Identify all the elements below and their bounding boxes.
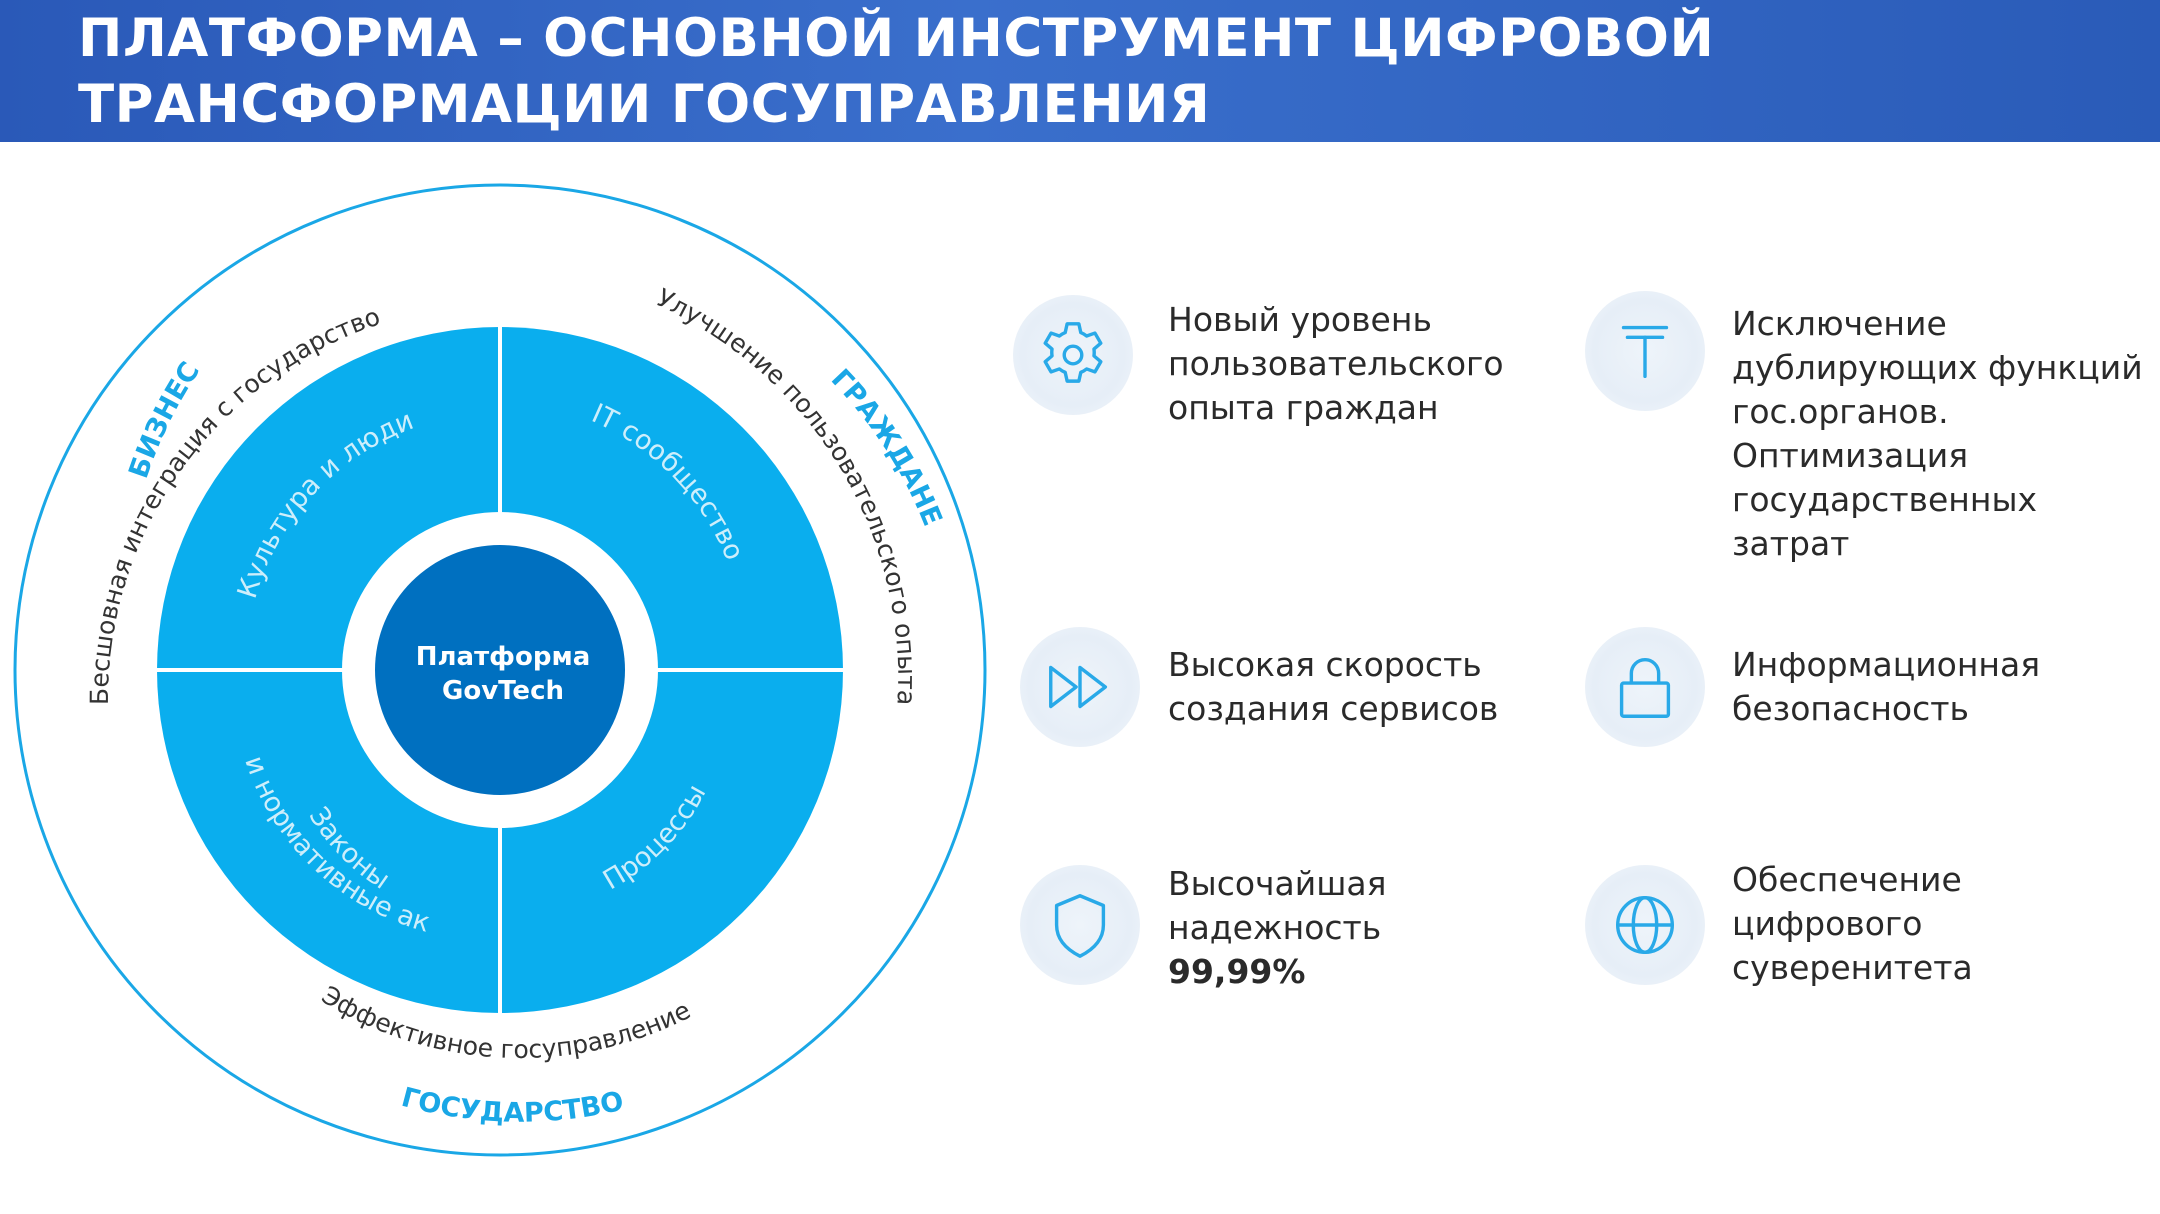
feature-5-line-2: надежность: [1168, 908, 1382, 947]
feature-1-icon-badge: [1013, 295, 1133, 415]
feature-1-line-2: пользовательского: [1168, 344, 1504, 383]
feature-1-line-1: Новый уровень: [1168, 300, 1432, 339]
feature-6-icon-badge: [1585, 865, 1705, 985]
feature-4-line-2: безопасность: [1732, 689, 1969, 728]
page-title: ПЛАТФОРМА – ОСНОВНОЙ ИНСТРУМЕНТ ЦИФРОВОЙ…: [78, 6, 1778, 138]
gear-icon: [1043, 322, 1103, 383]
state-label: ГОСУДАРСТВО: [398, 1082, 626, 1129]
platform-core: [375, 545, 625, 795]
feature-2-text: Исключение дублирующих функций гос.орган…: [1732, 302, 2160, 566]
t-letter-icon: [1621, 325, 1669, 379]
feature-3-line-2: создания сервисов: [1168, 689, 1499, 728]
feature-6-line-1: Обеспечение: [1732, 860, 1962, 899]
feature-6-line-2: цифрового: [1732, 904, 1923, 943]
feature-1-text: Новый уровень пользовательского опыта гр…: [1168, 298, 1504, 430]
globe-icon: [1615, 895, 1675, 955]
header-banner: ПЛАТФОРМА – ОСНОВНОЙ ИНСТРУМЕНТ ЦИФРОВОЙ…: [0, 0, 2160, 142]
lock-icon: [1619, 658, 1671, 718]
govtech-diagram: Платформа GovTech Культура и люди IT соо…: [0, 142, 987, 1157]
feature-2-line-2: дублирующих функций: [1732, 348, 2143, 387]
feature-2-line-1: Исключение: [1732, 304, 1947, 343]
title-line-2: ТРАНСФОРМАЦИИ ГОСУПРАВЛЕНИЯ: [78, 74, 1211, 135]
fast-forward-icon: [1049, 665, 1108, 709]
shield-icon: [1054, 894, 1106, 958]
feature-4-text: Информационная безопасность: [1732, 643, 2040, 731]
feature-6-text: Обеспечение цифрового суверенитета: [1732, 858, 1973, 990]
core-label-line-2: GovTech: [442, 676, 564, 706]
feature-4-icon-badge: [1585, 627, 1705, 747]
reliability-value: 99,99%: [1168, 952, 1306, 991]
core-label-line-1: Платформа: [416, 642, 590, 672]
feature-6-line-3: суверенитета: [1732, 948, 1973, 987]
feature-2-line-3: гос.органов.: [1732, 392, 1949, 431]
feature-3-line-1: Высокая скорость: [1168, 645, 1482, 684]
title-line-1: ПЛАТФОРМА – ОСНОВНОЙ ИНСТРУМЕНТ ЦИФРОВОЙ: [78, 8, 1715, 69]
feature-5-text: Высочайшая надежность 99,99%: [1168, 862, 1386, 994]
feature-1-line-3: опыта граждан: [1168, 388, 1439, 427]
feature-3-text: Высокая скорость создания сервисов: [1168, 643, 1498, 731]
feature-3-icon-badge: [1020, 627, 1140, 747]
feature-4-line-1: Информационная: [1732, 645, 2041, 684]
feature-2-line-5: государственных затрат: [1732, 480, 2038, 563]
feature-5-icon-badge: [1020, 865, 1140, 985]
feature-5-line-1: Высочайшая: [1168, 864, 1387, 903]
feature-2-line-4: Оптимизация: [1732, 436, 1969, 475]
outer-ring: [13, 183, 987, 1157]
feature-2-icon-badge: [1585, 291, 1705, 411]
